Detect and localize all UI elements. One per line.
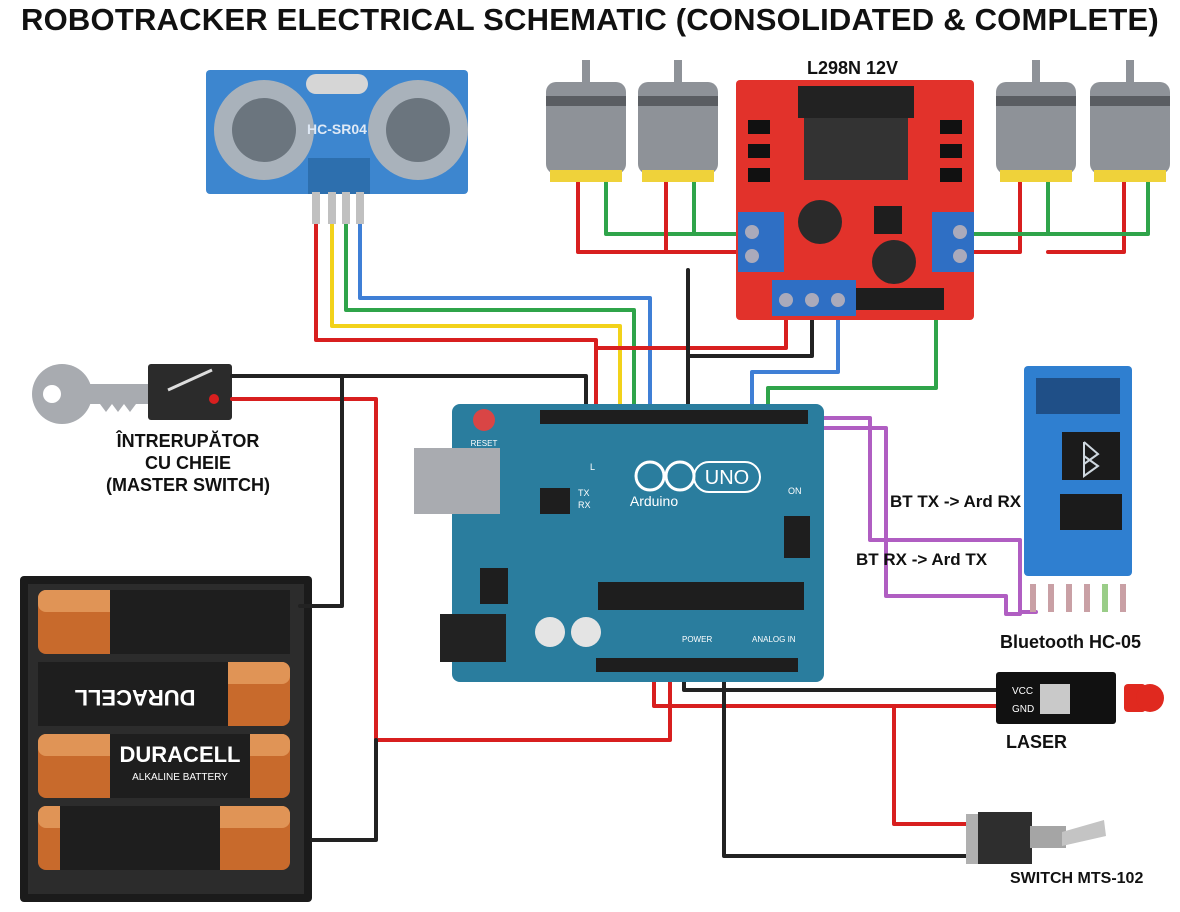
key-switch-label-line1: ÎNTRERUPĂTOR (116, 431, 260, 451)
wire-sonar-vcc (314, 220, 598, 420)
key-switch-label-line2: CU CHEIE (144, 453, 231, 473)
battery-cell-2: DURACELL (38, 662, 290, 726)
battery-sub-3: ALKALINE BATTERY (132, 772, 228, 783)
wire-bt-rx (798, 426, 1022, 616)
bt-rx-annotation: BT RX -> Ard TX (856, 550, 988, 569)
motor-driver-board (736, 80, 974, 320)
ultrasonic-sensor: HC-SR04 (206, 70, 468, 224)
wire-driver-ena (750, 316, 840, 420)
wire-driver-gnd (686, 268, 814, 358)
wire-bt-tx (798, 416, 1038, 614)
laser-diode-icon (1124, 684, 1164, 712)
arduino-l-label: L (590, 462, 595, 472)
bluetooth-icon (1083, 441, 1100, 478)
wire-sonar-echo (344, 220, 636, 420)
arduino-analog-label: ANALOG IN (752, 635, 796, 644)
arduino-logo-text: Arduino (630, 493, 678, 509)
wire-battery-pos (310, 738, 378, 842)
laser-label: LASER (1006, 732, 1068, 752)
arduino-tx-label: TX (578, 488, 590, 498)
key-switch-label-line3: (MASTER SWITCH) (106, 475, 270, 495)
battery-cell-1 (38, 590, 290, 654)
motor-icon (638, 60, 718, 182)
driver-label: L298N 12V (807, 58, 899, 78)
ultrasonic-label: HC-SR04 (307, 121, 367, 137)
laser-vcc-label: VCC (1012, 686, 1033, 697)
battery-brand-2: DURACELL (75, 685, 196, 710)
arduino-on-label: ON (788, 486, 802, 496)
wire-driver-5v (594, 316, 788, 350)
key-switch-label: ÎNTRERUPĂTOR CU CHEIE (MASTER SWITCH) (88, 430, 288, 496)
toggle-switch[interactable] (966, 812, 1106, 864)
motor-icon (1090, 60, 1170, 182)
battery-cell-3: DURACELL ALKALINE BATTERY (38, 734, 290, 798)
wire-battery-gnd (298, 374, 344, 608)
arduino-rx-label: RX (578, 500, 591, 510)
arduino-power-label: POWER (682, 635, 712, 644)
arduino-model: UNO (705, 467, 749, 489)
bluetooth-label: Bluetooth HC-05 (1000, 632, 1141, 652)
bt-tx-annotation: BT TX -> Ard RX (890, 492, 1022, 511)
arduino-uno-board: RESET Arduino UNO ON TX RX L POWER ANALO… (414, 404, 824, 682)
wire-driver-in (766, 294, 938, 420)
wire-toggle-red (892, 704, 972, 826)
motor-icon (996, 60, 1076, 182)
laser-module: VCC GND (996, 672, 1164, 724)
battery-cell-4 (38, 806, 290, 870)
key-switch[interactable] (32, 364, 232, 424)
key-icon (32, 364, 150, 424)
bluetooth-module (1024, 366, 1132, 612)
laser-gnd-label: GND (1012, 704, 1034, 715)
battery-brand-3: DURACELL (120, 742, 241, 767)
toggle-label: SWITCH MTS-102 (1010, 870, 1144, 887)
wire-sonar-gnd (358, 220, 652, 420)
motor-icon (546, 60, 626, 182)
page-title: ROBOTRACKER ELECTRICAL SCHEMATIC (CONSOL… (21, 2, 1159, 37)
wires (230, 178, 1150, 858)
wire-sonar-trig (330, 220, 622, 420)
arduino-reset-label: RESET (471, 439, 498, 448)
wire-toggle-black (722, 666, 972, 858)
battery-pack: DURACELL DURACELL ALKALINE BATTERY (20, 576, 312, 902)
